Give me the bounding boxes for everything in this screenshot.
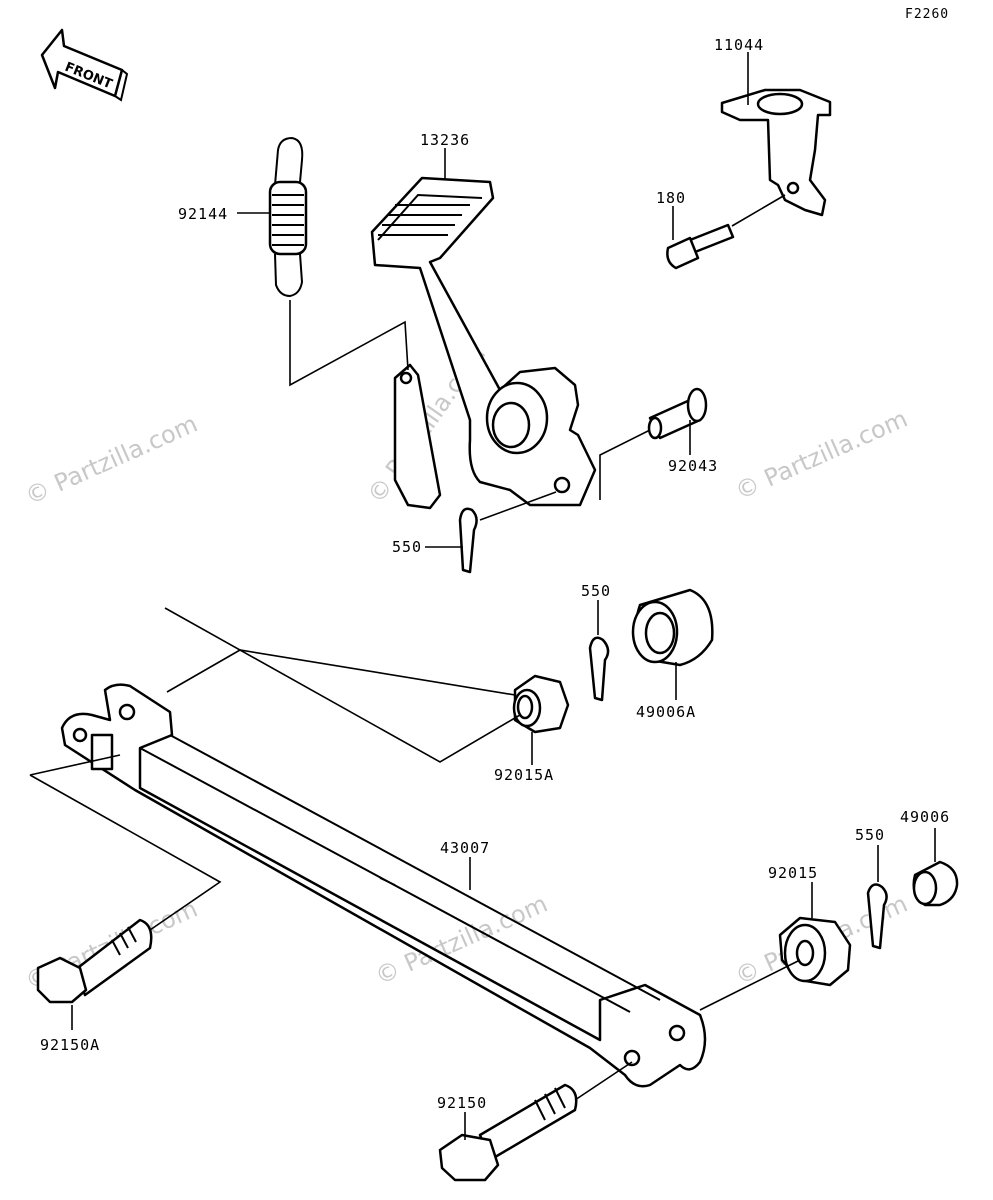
label-92015[interactable]: 92015: [768, 864, 818, 882]
collar-49006A: [631, 588, 714, 667]
label-550-b[interactable]: 550: [581, 582, 611, 600]
label-550-a[interactable]: 550: [392, 538, 422, 556]
cotter-pin-550-c: [866, 883, 888, 950]
watermark-2: © Partzilla.com: [731, 405, 912, 506]
label-92150[interactable]: 92150: [437, 1094, 487, 1112]
label-180[interactable]: 180: [656, 189, 686, 207]
label-550-c[interactable]: 550: [855, 826, 885, 844]
nut-92015A: [512, 674, 570, 734]
watermarks: © Partzilla.com © Partzilla.com © Partzi…: [21, 341, 912, 996]
cotter-pin-550-b: [588, 636, 610, 702]
label-49006A[interactable]: 49006A: [636, 703, 696, 721]
label-92015A[interactable]: 92015A: [494, 766, 554, 784]
nut-92015: [778, 916, 852, 987]
collar-49006: [912, 860, 959, 907]
watermark-1: © Partzilla.com: [21, 410, 202, 511]
front-arrow-icon: FRONT: [40, 28, 129, 102]
label-92144[interactable]: 92144: [178, 205, 228, 223]
label-49006[interactable]: 49006: [900, 808, 950, 826]
bracket-11044: [720, 88, 832, 217]
bolt-92150A: [36, 918, 153, 1004]
leader-lines: [29, 52, 936, 1140]
brake-rod-43007: [60, 683, 707, 1088]
diagram-code: F2260: [905, 7, 949, 22]
part-labels: 11044 180 13236 92144 92043 550 550 4900…: [40, 36, 950, 1112]
label-43007[interactable]: 43007: [440, 839, 490, 857]
pin-92043: [647, 387, 708, 440]
label-92150A[interactable]: 92150A: [40, 1036, 100, 1054]
label-13236[interactable]: 13236: [420, 131, 470, 149]
cotter-pin-550-a: [458, 507, 478, 574]
bolt-180: [666, 223, 735, 270]
label-11044[interactable]: 11044: [714, 36, 764, 54]
spring-92144: [268, 136, 308, 298]
brake-pedal-13236: [370, 176, 597, 510]
label-92043[interactable]: 92043: [668, 457, 718, 475]
bolt-92150: [438, 1083, 578, 1182]
